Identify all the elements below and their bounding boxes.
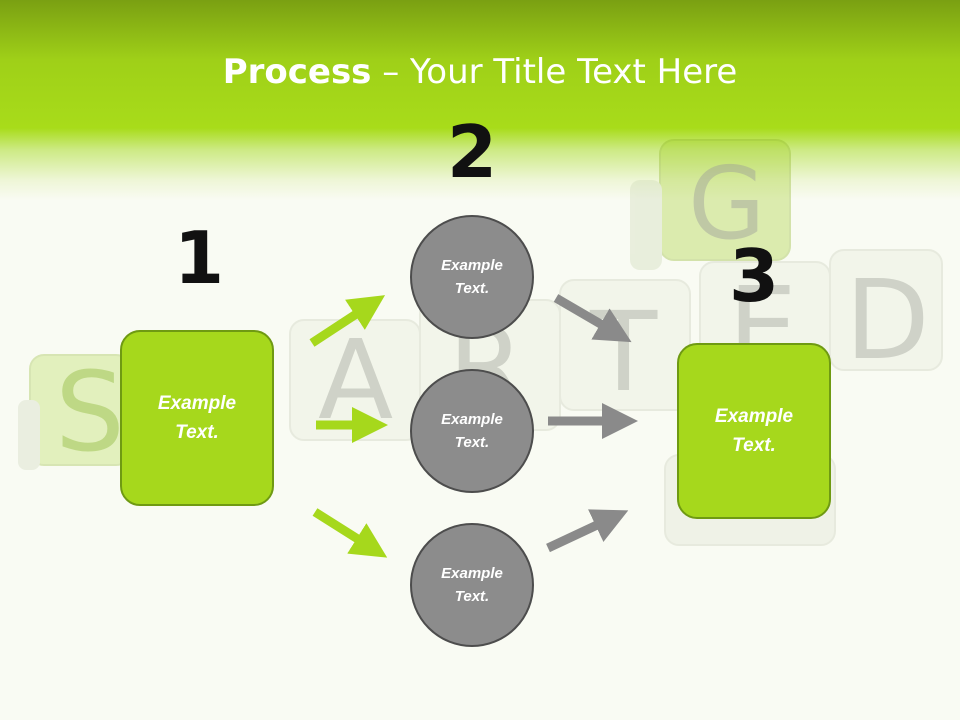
arrow-green-up bbox=[309, 295, 386, 347]
step-2-circle-middle: Example Text. bbox=[410, 369, 534, 493]
step-3-box: Example Text. bbox=[677, 343, 831, 519]
step-1-text: Example Text. bbox=[157, 393, 237, 443]
arrow-gray-up bbox=[546, 509, 629, 553]
step-2-text-bottom: Example Text. bbox=[441, 565, 503, 605]
title-rest: – Your Title Text Here bbox=[371, 52, 738, 92]
step-2-text-middle: Example Text. bbox=[441, 411, 503, 451]
bg-letter-d: D bbox=[845, 256, 930, 384]
arrow-gray-down bbox=[553, 294, 632, 343]
step-2-text-top: Example Text. bbox=[441, 257, 503, 297]
step-number-3: 3 bbox=[728, 234, 780, 318]
bg-letter-s: S bbox=[55, 348, 125, 476]
step-1-box: Example Text. bbox=[120, 330, 274, 506]
slide-title: Process – Your Title Text Here bbox=[0, 52, 960, 92]
title-bold: Process bbox=[222, 52, 372, 92]
header-band bbox=[0, 0, 960, 200]
arrow-green-down bbox=[312, 508, 388, 558]
step-3-text: Example Text. bbox=[714, 406, 794, 456]
step-number-2: 2 bbox=[446, 110, 498, 194]
bg-letter-g: G bbox=[688, 145, 766, 262]
step-2-circle-bottom: Example Text. bbox=[410, 523, 534, 647]
step-2-circle-top: Example Text. bbox=[410, 215, 534, 339]
step-number-1: 1 bbox=[173, 216, 225, 300]
